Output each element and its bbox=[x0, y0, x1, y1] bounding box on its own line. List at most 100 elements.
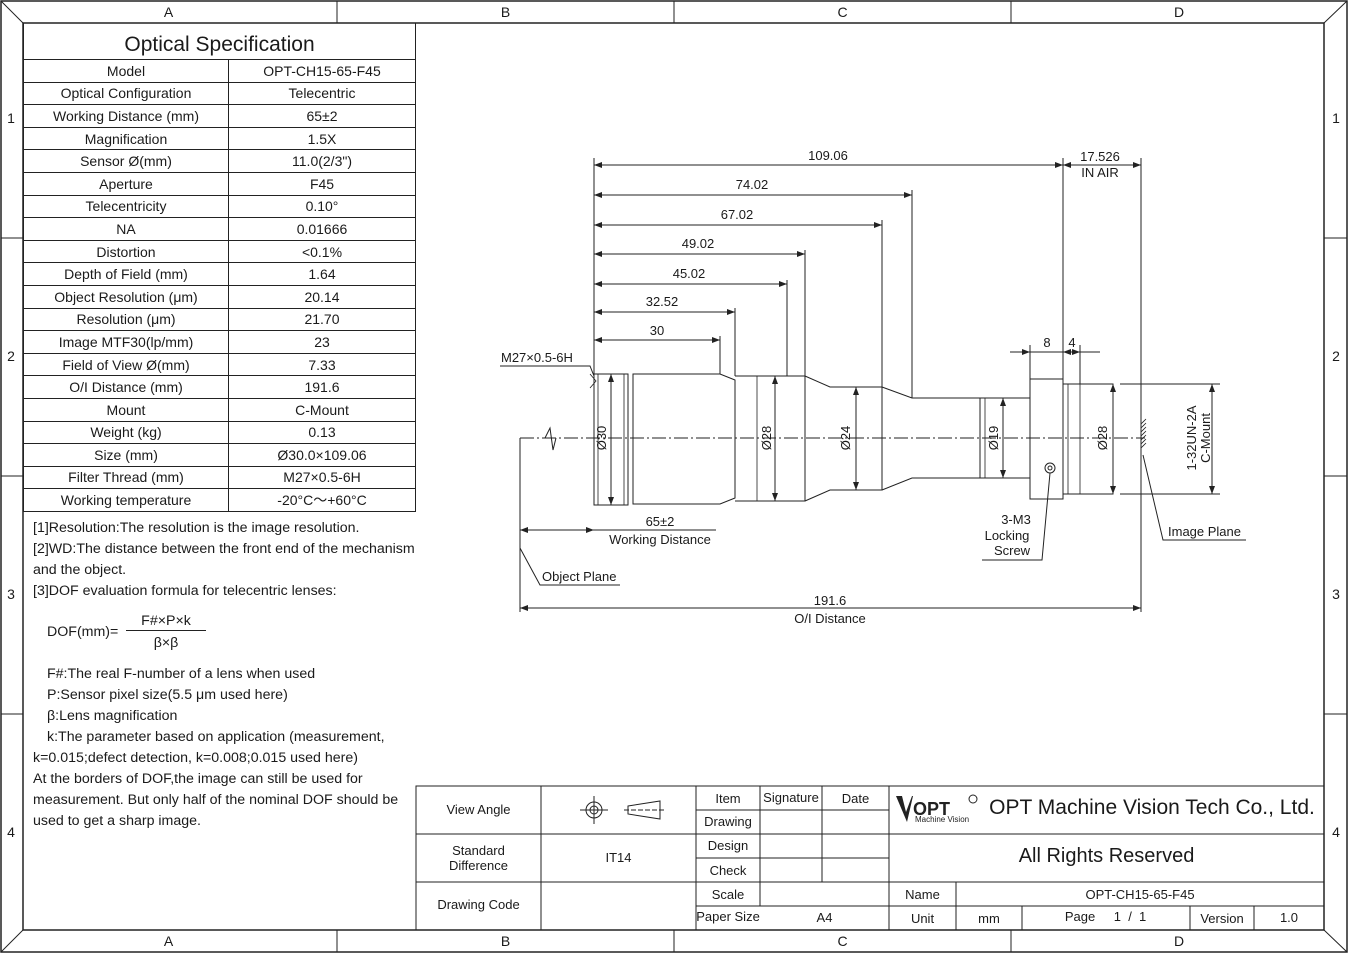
spec-row: Weight (kg)0.13 bbox=[23, 420, 416, 445]
signature-header: Signature bbox=[763, 790, 819, 805]
zone-row-4-right: 4 bbox=[1332, 824, 1340, 840]
spec-title: Optical Specification bbox=[124, 33, 315, 56]
dia-24: Ø24 bbox=[838, 426, 853, 451]
page-value: 1 / 1 bbox=[1113, 909, 1147, 924]
dim-7402: 74.02 bbox=[736, 177, 769, 192]
lens-mount-ring bbox=[1029, 378, 1064, 500]
note-dof-1: At the borders of DOF,the image can stil… bbox=[33, 771, 363, 787]
spec-label: Image MTF30(lp/mm) bbox=[23, 330, 229, 354]
zone-col-b-bottom: B bbox=[500, 933, 511, 949]
view-angle-label: View Angle bbox=[446, 802, 511, 817]
dim-109: 109.06 bbox=[808, 148, 848, 163]
spec-label: Object Resolution (μm) bbox=[23, 284, 229, 309]
dia-28-front: Ø28 bbox=[759, 426, 774, 451]
zone-row-1-left: 1 bbox=[7, 110, 15, 126]
std-diff-label-1: Standard bbox=[452, 843, 505, 858]
spec-value: -20°C～+60°C bbox=[228, 488, 416, 512]
logo-text: OPT bbox=[913, 799, 950, 819]
screw-label-2: Locking bbox=[985, 528, 1030, 543]
mount-thread-label: 1-32UN-2A bbox=[1184, 405, 1199, 470]
design-row-label: Design bbox=[707, 838, 749, 853]
note-dof-2: measurement. But only half of the nomina… bbox=[33, 792, 399, 808]
opt-logo bbox=[896, 796, 913, 822]
zone-col-c-top: C bbox=[837, 4, 848, 20]
formula-def-p: P:Sensor pixel size(5.5 μm used here) bbox=[47, 687, 288, 703]
spec-value: C-Mount bbox=[228, 397, 416, 422]
spec-label: NA bbox=[23, 217, 229, 241]
zone-row-4-left: 4 bbox=[7, 824, 15, 840]
spec-label: Distortion bbox=[23, 239, 229, 264]
spec-value: 0.13 bbox=[228, 420, 416, 445]
spec-row: Sensor Ø(mm)11.0(2/3") bbox=[23, 149, 416, 173]
dim-30: 30 bbox=[650, 323, 664, 338]
dia-30: Ø30 bbox=[594, 426, 609, 451]
note-dof-3: used to get a sharp image. bbox=[33, 813, 201, 829]
name-value: OPT-CH15-65-F45 bbox=[1085, 887, 1195, 902]
spec-value: OPT-CH15-65-F45 bbox=[228, 59, 416, 83]
zone-row-2-right: 2 bbox=[1332, 348, 1340, 364]
dim-4902: 49.02 bbox=[682, 236, 715, 251]
view-angle-symbol bbox=[580, 796, 664, 824]
dim-8: 8 bbox=[1043, 335, 1050, 350]
name-label: Name bbox=[905, 887, 940, 902]
drawing-code-label: Drawing Code bbox=[437, 897, 520, 912]
spec-value: 0.01666 bbox=[228, 217, 416, 241]
dim-oi: 191.6 bbox=[814, 593, 847, 608]
version-label: Version bbox=[1200, 911, 1244, 926]
dim-wd: 65±2 bbox=[646, 514, 675, 529]
zone-row-1-right: 1 bbox=[1332, 110, 1340, 126]
spec-value: 20.14 bbox=[228, 284, 416, 309]
spec-row: Working temperature-20°C～+60°C bbox=[23, 488, 416, 512]
screw-label-3: Screw bbox=[994, 543, 1031, 558]
zone-col-c-bottom: C bbox=[837, 933, 848, 949]
spec-label: Working temperature bbox=[23, 488, 229, 512]
item-header: Item bbox=[715, 791, 741, 806]
formula-def-beta: β:Lens magnification bbox=[47, 708, 178, 724]
zone-row-2-left: 2 bbox=[7, 348, 15, 364]
version-value: 1.0 bbox=[1279, 910, 1299, 925]
spec-row: Depth of Field (mm)1.64 bbox=[23, 262, 416, 286]
paper-size-value: A4 bbox=[816, 910, 833, 925]
company-name: OPT Machine Vision Tech Co., Ltd. bbox=[989, 796, 1315, 819]
formula-def-k2: k=0.015;defect detection, k=0.008;0.015 … bbox=[33, 750, 358, 766]
paper-size-label: Paper Size bbox=[696, 909, 760, 924]
zone-row-3-right: 3 bbox=[1332, 586, 1340, 602]
zone-row-3-left: 3 bbox=[7, 586, 15, 602]
unit-value: mm bbox=[978, 911, 1000, 926]
rights-statement: All Rights Reserved bbox=[1018, 845, 1195, 867]
note-2b: and the object. bbox=[33, 562, 127, 578]
unit-label: Unit bbox=[910, 911, 935, 926]
dim-6702: 67.02 bbox=[721, 207, 754, 222]
dim-3252: 32.52 bbox=[646, 294, 679, 309]
note-3: [3]DOF evaluation formula for telecentri… bbox=[33, 583, 337, 599]
spec-row: Distortion<0.1% bbox=[23, 239, 416, 264]
spec-label: Optical Configuration bbox=[23, 81, 229, 106]
spec-label: Depth of Field (mm) bbox=[23, 262, 229, 286]
dim-in-air: IN AIR bbox=[1081, 165, 1119, 180]
spec-label: Resolution (μm) bbox=[23, 307, 229, 332]
zone-col-d-bottom: D bbox=[1173, 933, 1185, 949]
spec-value: 0.10° bbox=[228, 194, 416, 219]
formula-lhs: DOF(mm)= bbox=[47, 624, 119, 640]
spec-row: Object Resolution (μm)20.14 bbox=[23, 284, 416, 309]
check-row-label: Check bbox=[709, 863, 747, 878]
scale-label: Scale bbox=[711, 887, 745, 902]
zone-col-a-top: A bbox=[163, 4, 174, 20]
filter-thread-label: M27×0.5-6H bbox=[501, 350, 573, 365]
note-1: [1]Resolution:The resolution is the imag… bbox=[33, 520, 360, 536]
spec-row: Resolution (μm)21.70 bbox=[23, 307, 416, 332]
formula-numerator: F#×P×k bbox=[126, 613, 206, 631]
std-diff-label-2: Difference bbox=[448, 858, 508, 873]
drawing-row-label: Drawing bbox=[704, 814, 752, 829]
zone-col-d-top: D bbox=[1173, 4, 1185, 20]
spec-title-box bbox=[23, 23, 416, 59]
screw-label-1: 3-M3 bbox=[1001, 512, 1031, 527]
mount-type-label: C-Mount bbox=[1198, 413, 1213, 463]
spec-row: O/I Distance (mm)191.6 bbox=[23, 375, 416, 399]
